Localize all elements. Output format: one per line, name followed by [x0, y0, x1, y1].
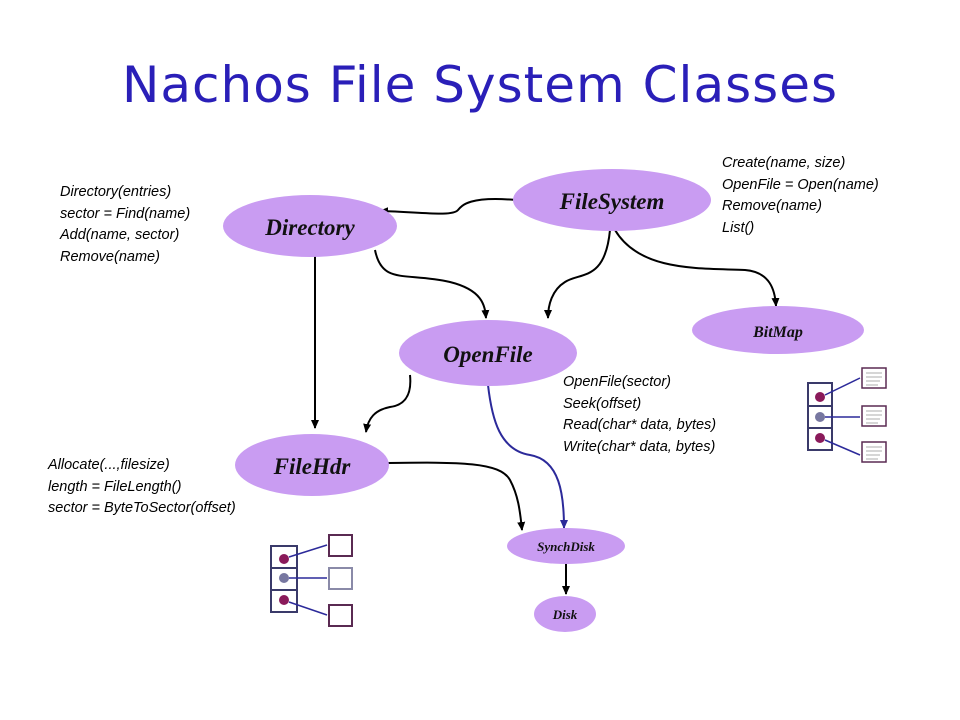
- node-openfile-label: OpenFile: [443, 342, 532, 367]
- bullet-icon: [279, 554, 289, 564]
- bullet-icon: [815, 392, 825, 402]
- method-text: Allocate(...,filesize): [48, 457, 170, 473]
- method-text: Create(name, size): [722, 155, 846, 171]
- method-text: Seek(offset): [563, 395, 642, 412]
- node-filesystem: FileSystem: [513, 169, 711, 231]
- bullet-icon: [815, 412, 825, 422]
- node-openfile: OpenFile: [399, 320, 577, 386]
- method-text: OpenFile = Open(name): [722, 176, 879, 193]
- method-text: length = FileLength(): [48, 478, 182, 495]
- edge-filesystem-to-openfile: [544, 229, 611, 319]
- node-disk-label: Disk: [552, 607, 578, 622]
- filehdr-illustration: [270, 534, 353, 627]
- bullet-icon: [815, 433, 825, 443]
- node-directory-label: Directory: [264, 215, 355, 240]
- edge-filesystem-to-bitmap: [614, 229, 780, 307]
- openfile-methods: OpenFile(sector) Seek(offset) Read(char*…: [563, 372, 716, 458]
- edge-openfile-to-synchdisk: [487, 384, 568, 529]
- bitmap-illustration: [807, 367, 887, 463]
- method-text: sector = ByteToSector(offset): [48, 500, 236, 516]
- node-disk: Disk: [534, 596, 596, 632]
- method-text: List(): [722, 219, 755, 236]
- node-filesystem-label: FileSystem: [559, 189, 665, 214]
- method-text: Directory(entries): [60, 184, 172, 200]
- method-text: OpenFile(sector): [563, 374, 671, 390]
- node-bitmap-label: BitMap: [752, 324, 803, 341]
- node-synchdisk-label: SynchDisk: [537, 539, 595, 554]
- edge-filehdr-to-synchdisk: [387, 461, 526, 531]
- method-text: Write(char* data, bytes): [563, 438, 716, 455]
- edge-filesystem-to-directory: [379, 198, 517, 216]
- edge-openfile-to-filehdr: [363, 374, 412, 433]
- method-text: Add(name, sector): [60, 227, 180, 243]
- edge-directory-to-openfile: [374, 249, 490, 319]
- node-synchdisk: SynchDisk: [507, 528, 625, 564]
- node-filehdr-label: FileHdr: [273, 454, 352, 479]
- page-title: Nachos File System Classes: [121, 56, 838, 114]
- directory-methods: Directory(entries) sector = Find(name) A…: [60, 182, 190, 268]
- bullet-icon: [279, 595, 289, 605]
- method-text: sector = Find(name): [60, 205, 191, 222]
- method-text: Remove(name): [722, 198, 822, 214]
- filehdr-methods: Allocate(...,filesize) length = FileLeng…: [48, 455, 236, 520]
- method-text: Remove(name): [60, 248, 160, 265]
- node-bitmap: BitMap: [692, 306, 864, 354]
- filesystem-methods: Create(name, size) OpenFile = Open(name)…: [722, 153, 879, 239]
- node-filehdr: FileHdr: [235, 434, 389, 496]
- method-text: Read(char* data, bytes): [563, 417, 717, 433]
- node-directory: Directory: [223, 195, 397, 257]
- bullet-icon: [279, 573, 289, 583]
